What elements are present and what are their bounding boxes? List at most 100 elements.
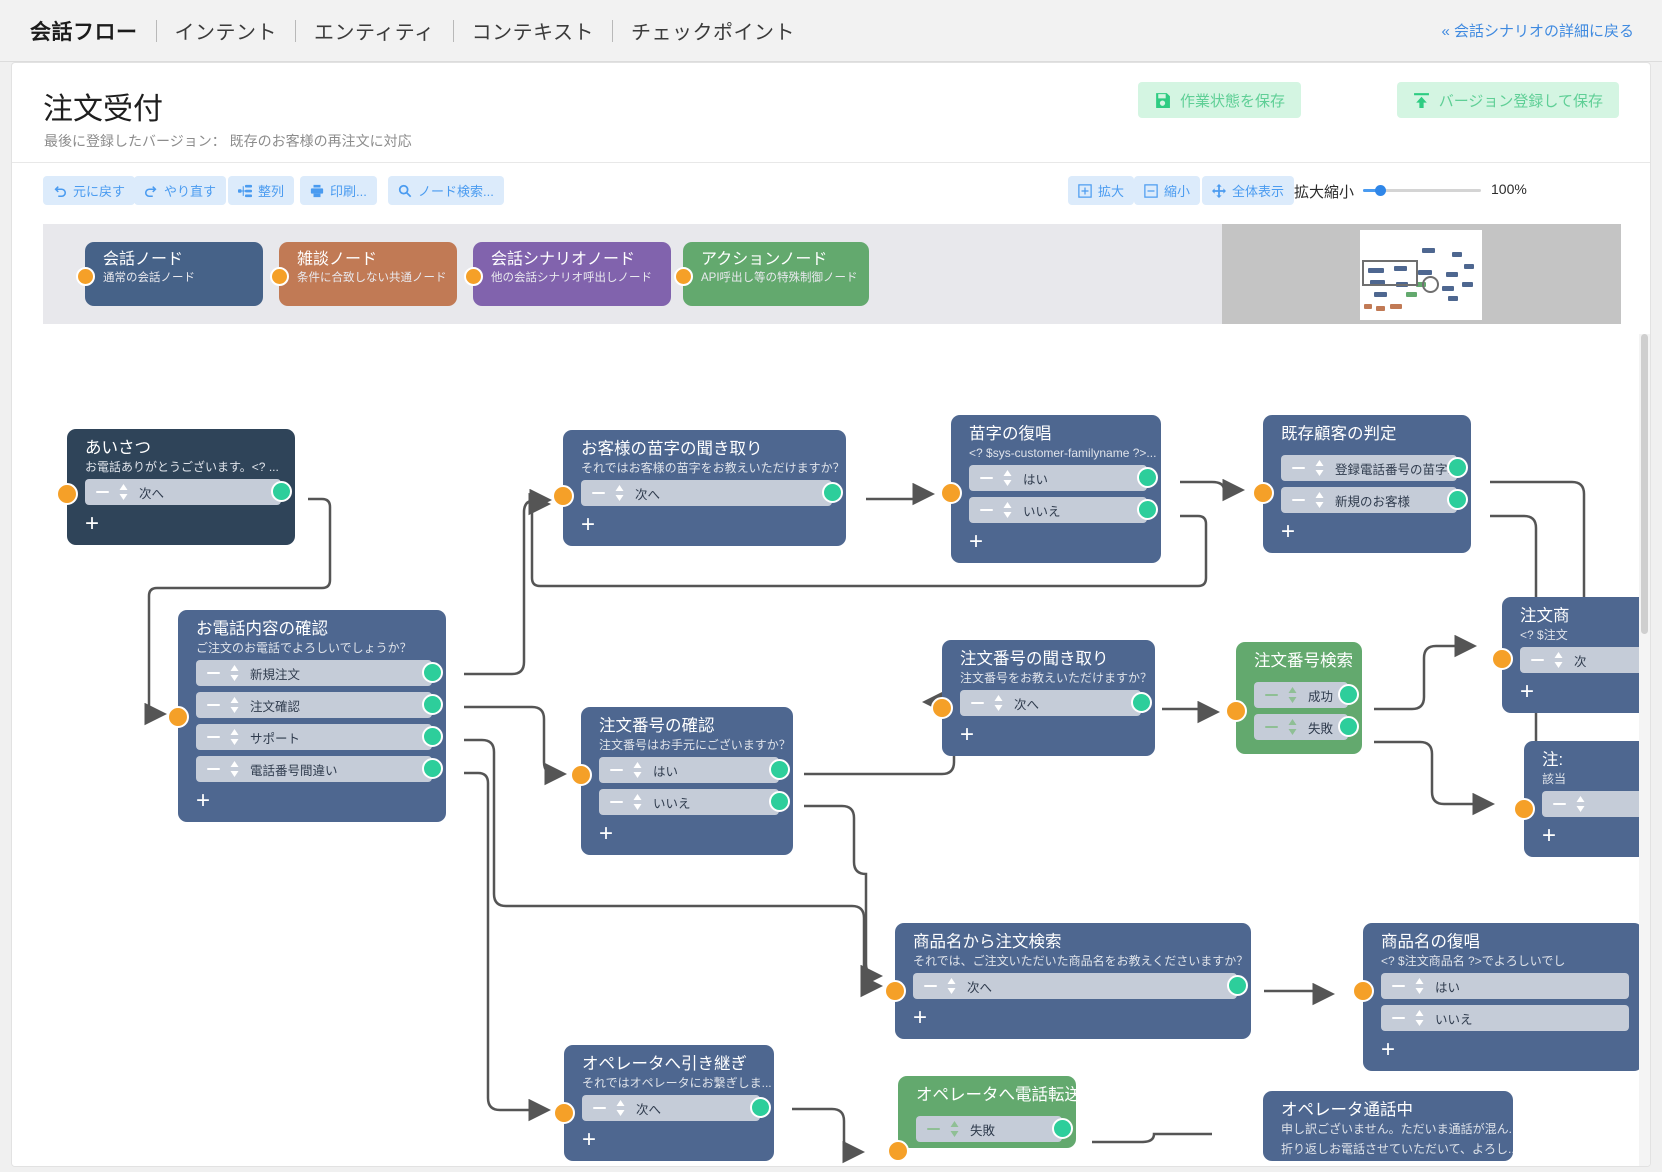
updown-arrows-icon[interactable]	[1314, 492, 1325, 508]
fit-to-screen-button[interactable]: 全体表示	[1202, 176, 1295, 205]
minus-icon[interactable]	[1292, 466, 1305, 470]
minus-icon[interactable]	[1265, 693, 1278, 697]
add-row-button[interactable]: +	[1381, 1036, 1396, 1063]
flow-node-call-confirm[interactable]: お電話内容の確認 ご注文のお電話でよろしいでしょうか？ 新規注文 注文確認 サポ…	[167, 610, 446, 822]
node-output-dot-icon[interactable]	[271, 481, 292, 502]
minus-icon[interactable]	[1392, 1016, 1405, 1020]
node-output-dot-icon[interactable]	[769, 791, 790, 812]
node-output-dot-icon[interactable]	[422, 758, 443, 779]
node-input-dot-icon[interactable]	[1352, 980, 1374, 1002]
node-input-dot-icon[interactable]	[887, 1140, 909, 1162]
flow-node-existing-customer[interactable]: 既存顧客の判定 登録電話番号の苗字... 新規のお客様 +	[1252, 415, 1471, 553]
updown-arrows-icon[interactable]	[1002, 470, 1013, 486]
tab-context[interactable]: コンテキスト	[471, 22, 595, 44]
palette-item-conversation-node[interactable]: 会話ノード 通常の会話ノード	[76, 242, 263, 306]
add-row-button[interactable]: +	[582, 1126, 597, 1153]
node-input-dot-icon[interactable]	[553, 1102, 575, 1124]
flow-node-greeting[interactable]: あいさつ お電話ありがとうございます。<? ... 次へ +	[56, 429, 295, 545]
node-row[interactable]: 失敗	[916, 1116, 1073, 1142]
node-output-dot-icon[interactable]	[1137, 467, 1158, 488]
node-output-dot-icon[interactable]	[1338, 716, 1359, 737]
flow-node-ordernum-confirm[interactable]: 注文番号の確認 注文番号はお手元にございますか？ はい いいえ +	[570, 707, 793, 855]
node-row[interactable]: 次へ	[960, 690, 1152, 716]
node-row[interactable]: 次へ	[582, 1095, 771, 1121]
flow-node-itemname-repeat[interactable]: 商品名の復唱 <? $注文商品名 ?>でよろしいでし はい いいえ +	[1352, 923, 1643, 1071]
add-row-button[interactable]: +	[85, 510, 100, 537]
node-row[interactable]: 成功	[1254, 682, 1359, 708]
canvas-scrollbar-thumb[interactable]	[1641, 334, 1648, 634]
palette-item-scenario-node[interactable]: 会話シナリオノード 他の会話シナリオ呼出しノード	[464, 242, 671, 306]
updown-arrows-icon[interactable]	[1414, 1010, 1425, 1026]
add-row-button[interactable]: +	[196, 787, 211, 814]
node-row[interactable]: 新規のお客様	[1281, 487, 1468, 513]
updown-arrows-icon[interactable]	[1575, 796, 1586, 812]
flow-node-familyname-repeat[interactable]: 苗字の復唱 <? $sys-customer-familyname ?>... …	[940, 415, 1161, 563]
node-row[interactable]: いいえ	[599, 789, 790, 815]
node-input-dot-icon[interactable]	[1513, 798, 1535, 820]
minus-icon[interactable]	[980, 508, 993, 512]
node-output-dot-icon[interactable]	[1227, 975, 1248, 996]
zoom-slider[interactable]	[1363, 185, 1481, 196]
node-output-dot-icon[interactable]	[422, 694, 443, 715]
node-row[interactable]: 登録電話番号の苗字...	[1281, 455, 1468, 481]
tab-entity[interactable]: エンティティ	[314, 22, 435, 44]
updown-arrows-icon[interactable]	[1553, 652, 1564, 668]
node-search-button[interactable]: ノード検索...	[388, 176, 504, 205]
minus-icon[interactable]	[1392, 984, 1405, 988]
updown-arrows-icon[interactable]	[946, 978, 957, 994]
node-output-dot-icon[interactable]	[750, 1097, 771, 1118]
flow-node-order-item[interactable]: 注文商 <? $注文 次 +	[1491, 597, 1650, 713]
minus-icon[interactable]	[207, 735, 220, 739]
node-output-dot-icon[interactable]	[1447, 489, 1468, 510]
save-work-state-button[interactable]: 作業状態を保存	[1137, 82, 1301, 118]
minus-icon[interactable]	[593, 1106, 606, 1110]
node-input-dot-icon[interactable]	[1252, 482, 1274, 504]
flow-node-itemname-search[interactable]: 商品名から注文検索 それでは、ご注文いただいた商品名をお教えくださいますか？ 次…	[884, 923, 1251, 1039]
node-input-dot-icon[interactable]	[940, 482, 962, 504]
zoom-slider-knob[interactable]	[1375, 185, 1386, 196]
minus-icon[interactable]	[96, 490, 109, 494]
zoom-in-button[interactable]: 拡大	[1068, 176, 1135, 205]
add-row-button[interactable]: +	[969, 528, 984, 555]
minus-icon[interactable]	[207, 703, 220, 707]
updown-arrows-icon[interactable]	[1314, 460, 1325, 476]
minimap[interactable]	[1222, 224, 1621, 324]
node-output-dot-icon[interactable]	[1338, 684, 1359, 705]
node-input-dot-icon[interactable]	[1225, 700, 1247, 722]
updown-arrows-icon[interactable]	[229, 665, 240, 681]
node-row[interactable]: 注文確認	[196, 692, 443, 718]
tab-conversation-flow[interactable]: 会話フロー	[30, 20, 138, 44]
minus-icon[interactable]	[1531, 658, 1544, 662]
node-input-dot-icon[interactable]	[1491, 648, 1513, 670]
tab-intent[interactable]: インテント	[174, 22, 277, 44]
minus-icon[interactable]	[207, 767, 220, 771]
align-button[interactable]: 整列	[228, 176, 295, 205]
node-output-dot-icon[interactable]	[1137, 499, 1158, 520]
print-button[interactable]: 印刷...	[300, 176, 377, 205]
updown-arrows-icon[interactable]	[615, 1100, 626, 1116]
back-to-scenario-detail-link[interactable]: « 会話シナリオの詳細に戻る	[1441, 23, 1634, 40]
add-row-button[interactable]: +	[960, 721, 975, 748]
flow-node-ordernum-ask[interactable]: 注文番号の聞き取り 注文番号をお教えいただけますか？ 次へ +	[931, 640, 1155, 756]
updown-arrows-icon[interactable]	[632, 762, 643, 778]
updown-arrows-icon[interactable]	[949, 1121, 960, 1137]
minimap-viewport[interactable]	[1362, 260, 1418, 286]
undo-button[interactable]: 元に戻す	[43, 176, 136, 205]
node-output-dot-icon[interactable]	[1447, 457, 1468, 478]
save-version-button[interactable]: バージョン登録して保存	[1396, 82, 1619, 118]
minus-icon[interactable]	[1265, 725, 1278, 729]
node-row[interactable]: はい	[1381, 973, 1629, 999]
updown-arrows-icon[interactable]	[229, 729, 240, 745]
canvas-vertical-scrollbar[interactable]	[1639, 334, 1650, 1166]
minus-icon[interactable]	[1553, 802, 1566, 806]
tab-checkpoint[interactable]: チェックポイント	[631, 22, 796, 44]
node-input-dot-icon[interactable]	[56, 483, 78, 505]
node-output-dot-icon[interactable]	[422, 726, 443, 747]
node-row[interactable]: 電話番号間違い	[196, 756, 443, 782]
minus-icon[interactable]	[610, 768, 623, 772]
updown-arrows-icon[interactable]	[614, 485, 625, 501]
node-input-dot-icon[interactable]	[570, 764, 592, 786]
node-input-dot-icon[interactable]	[884, 980, 906, 1002]
minus-icon[interactable]	[207, 671, 220, 675]
minus-icon[interactable]	[924, 984, 937, 988]
